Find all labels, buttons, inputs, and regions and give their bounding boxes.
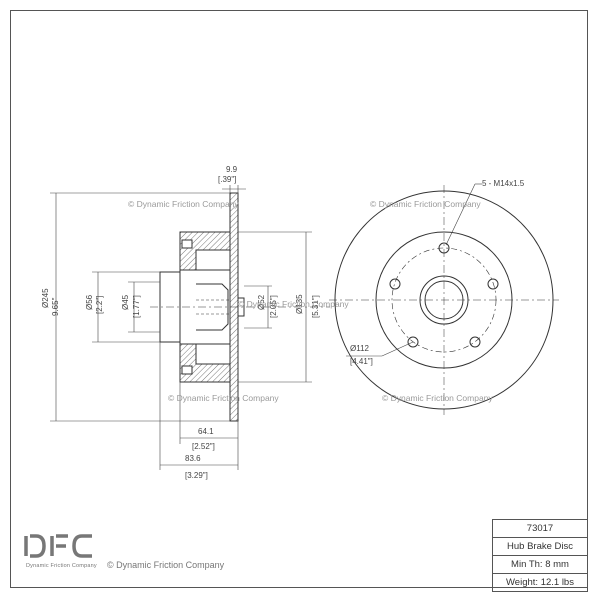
hat-diameter-mm: Ø135: [295, 294, 304, 314]
bore-outer-mm: Ø56: [85, 294, 94, 310]
min-thickness: Min Th: 8 mm: [492, 555, 588, 574]
watermark-text: © Dynamic Friction Company: [168, 393, 279, 403]
bolt-hole: [407, 336, 419, 348]
thickness-in: [.39"]: [218, 175, 236, 184]
bolt-circle-in: [4.41"]: [350, 357, 373, 366]
bore-inner-mm: Ø45: [121, 294, 130, 310]
center-bore-in: [2.05"]: [269, 295, 278, 318]
drawing-frame: [10, 10, 588, 588]
hat-diameter-in: [5.31"]: [311, 295, 320, 318]
side-section-view: [150, 192, 330, 422]
part-number: 73017: [492, 519, 588, 538]
front-view-dimensions: [346, 183, 482, 357]
dimension-labels: 9.9 [.39"] Ø245 9.65" Ø56 [2.2"] Ø45 [1.…: [41, 165, 525, 480]
overall-height-mm: 83.6: [185, 454, 201, 463]
bolt-hole: [487, 278, 499, 290]
hub-width-mm: 64.1: [198, 427, 214, 436]
bolt-hole: [469, 336, 481, 348]
hub-upper-section: [179, 231, 231, 271]
thickness-mm: 9.9: [226, 165, 238, 174]
bolt-pattern: 5 - M14x1.5: [482, 179, 525, 188]
logo-subtitle: Dynamic Friction Company: [26, 563, 97, 569]
outer-diameter-in: 9.65": [51, 297, 60, 316]
watermark-text: © Dynamic Friction Company: [370, 199, 481, 209]
weight: Weight: 12.1 lbs: [492, 573, 588, 592]
watermarks: © Dynamic Friction Company © Dynamic Fri…: [128, 199, 493, 403]
bolt-hole: [389, 278, 401, 290]
part-description: Hub Brake Disc: [492, 537, 588, 556]
watermark-text: © Dynamic Friction Company: [128, 199, 239, 209]
side-view-dimensions: [50, 185, 312, 470]
outer-diameter-mm: Ø245: [41, 288, 50, 308]
overall-height-in: [3.29"]: [185, 471, 208, 480]
watermark-text: © Dynamic Friction Company: [382, 393, 493, 403]
part-info-table: 73017 Hub Brake Disc Min Th: 8 mm Weight…: [492, 519, 588, 592]
watermark-text: © Dynamic Friction Company: [238, 299, 349, 309]
footer-copyright: © Dynamic Friction Company: [107, 560, 225, 570]
hub-lower-section: [179, 343, 231, 383]
bolt-circle-mm: Ø112: [350, 344, 370, 353]
hub-width-in: [2.52"]: [192, 442, 215, 451]
center-bore-mm: Ø52: [257, 294, 266, 310]
front-view: [329, 185, 559, 415]
bore-outer-in: [2.2"]: [95, 296, 104, 314]
bore-inner-in: [1.77"]: [132, 295, 141, 318]
dfc-logo: [24, 534, 92, 558]
